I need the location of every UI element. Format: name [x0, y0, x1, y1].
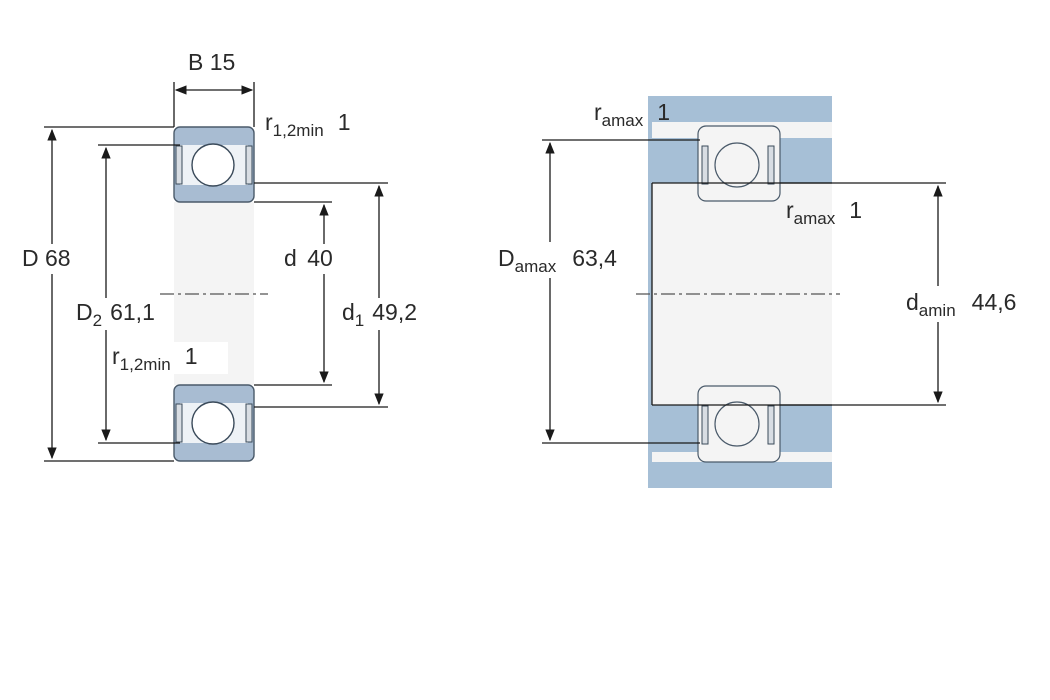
abutment-bottom-bearing: [697, 385, 781, 463]
top-seal-left: [175, 145, 183, 185]
dim-D-label: D 68: [22, 245, 71, 271]
dim-width-B: B 15: [173, 49, 255, 127]
bottom-seal-left: [175, 403, 183, 443]
abutment-top-bearing: [697, 125, 781, 202]
bearing-bottom-section: [173, 384, 255, 462]
bottom-ball: [191, 401, 235, 445]
dim-B-label: B 15: [188, 49, 235, 75]
bearing-top-section: [173, 126, 255, 203]
bearing-section: [160, 126, 268, 462]
top-seal-right: [245, 145, 253, 185]
bottom-seal-right: [245, 403, 253, 443]
top-ball: [191, 143, 235, 187]
dim-bore-d: d 40: [254, 201, 348, 386]
dim-d-label: d 40: [284, 245, 333, 271]
dim-outer-diameter-D: D 68: [20, 126, 174, 462]
abutment-section: [636, 96, 840, 488]
